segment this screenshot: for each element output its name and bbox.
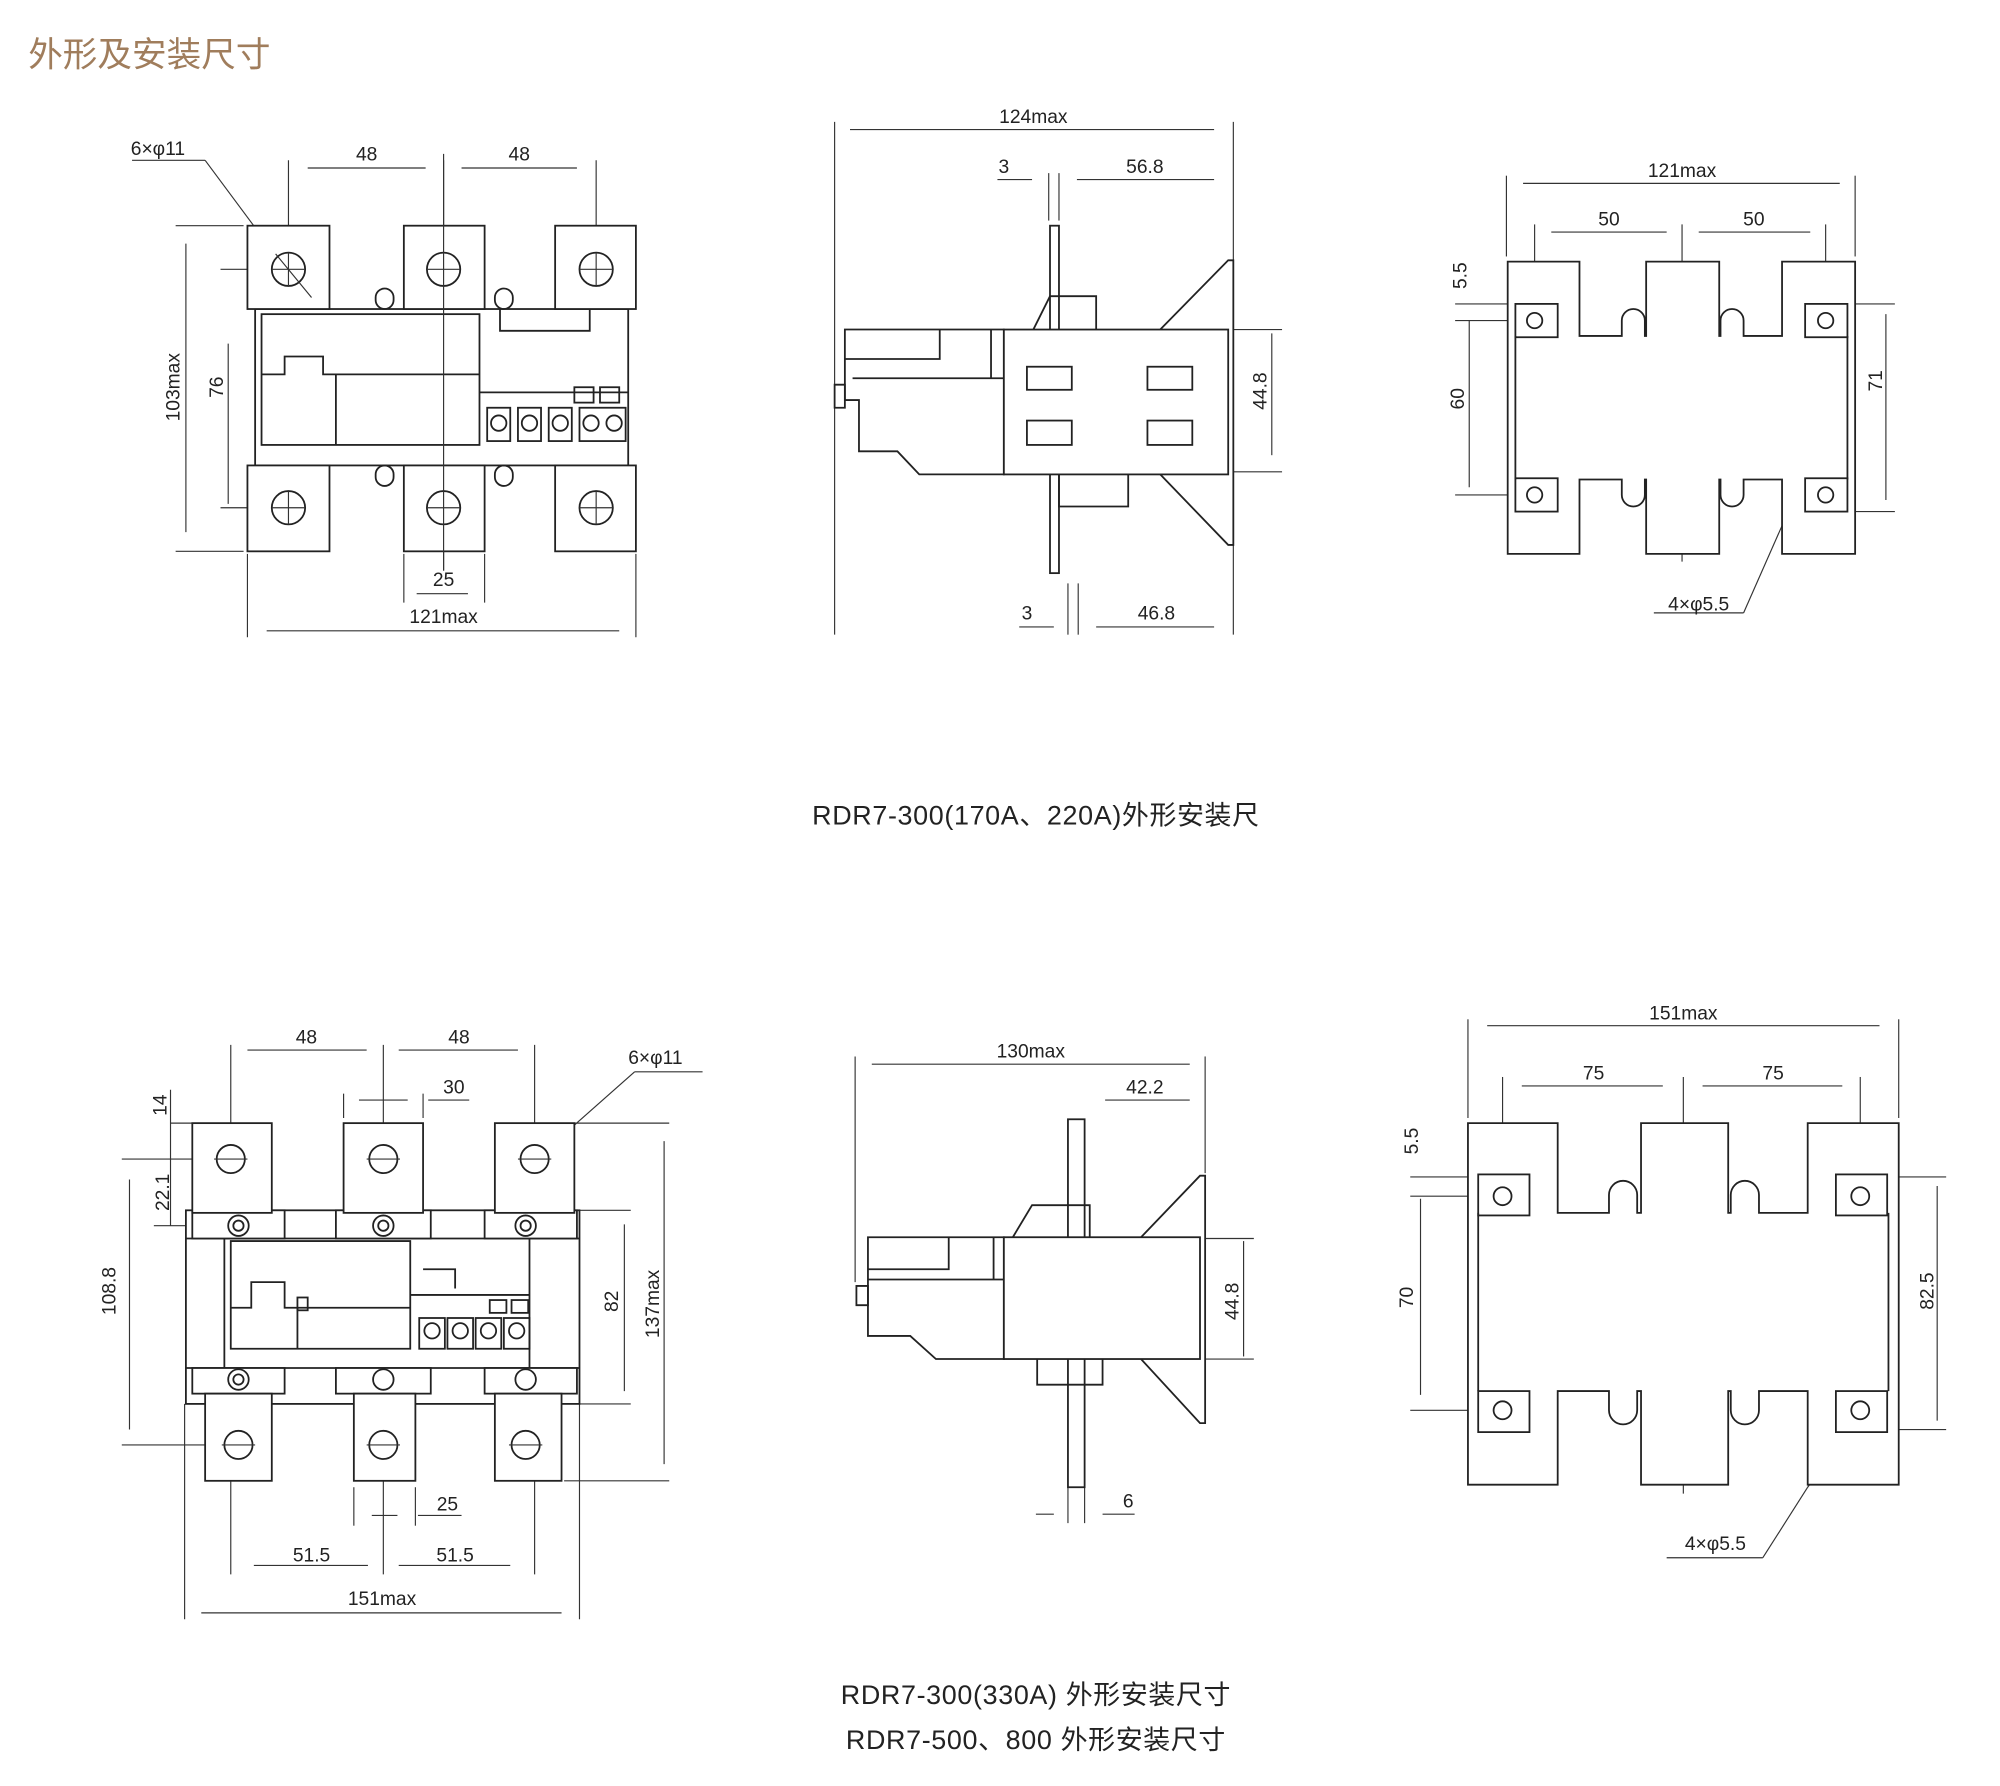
dim-pitch-right: 48 — [448, 1028, 469, 1049]
dim-width-max: 151max — [348, 1589, 417, 1610]
dim-front-top: 56.8 — [1126, 157, 1163, 178]
dim-pitch-bottom-right: 51.5 — [436, 1546, 473, 1567]
dim-width-max: 151max — [1649, 1003, 1718, 1024]
dim-hole-pitch-right: 82.5 — [1917, 1272, 1938, 1309]
dim-hole-pitch-left: 60 — [1448, 388, 1469, 409]
dim-height: 108.8 — [99, 1267, 120, 1315]
side-view-330a: 130max 42.2 44.8 6 — [854, 1042, 1254, 1524]
front-view-300a: 6×φ11 48 48 103max 76 25 121max — [131, 139, 637, 638]
dim-pitch-right: 48 — [509, 144, 530, 165]
caption-section2-line1: RDR7-300(330A) 外形安装尺寸 — [841, 1680, 1231, 1710]
dim-height-max: 103max — [163, 353, 184, 422]
dim-height-max: 137max — [643, 1269, 664, 1338]
dim-plate-top: 3 — [998, 157, 1009, 178]
dim-depth-max: 124max — [999, 107, 1068, 128]
dim-width-max: 121max — [409, 607, 478, 628]
dim-holes: 4×φ5.5 — [1668, 594, 1729, 615]
dim-plate-bottom: 3 — [1022, 603, 1033, 624]
dim-front: 42.2 — [1126, 1078, 1163, 1099]
front-view-330a: 48 48 6×φ11 14 30 22.1 108.8 82 137max 2… — [99, 1028, 703, 1620]
dim-height-inner: 76 — [207, 377, 228, 398]
dim-pitch-left: 48 — [296, 1028, 317, 1049]
dim-offset: 5.5 — [1402, 1128, 1423, 1155]
dim-holes: 4×φ5.5 — [1685, 1534, 1746, 1555]
dim-terminal-width-top: 30 — [443, 1078, 464, 1099]
dim-pitch-left: 50 — [1598, 210, 1619, 231]
page-title: 外形及安装尺寸 — [28, 37, 270, 75]
dim-depth-max: 130max — [997, 1042, 1066, 1063]
dim-hole-pitch-right: 71 — [1866, 370, 1887, 391]
caption-section2-line2: RDR7-500、800 外形安装尺寸 — [846, 1725, 1226, 1755]
dim-terminal-top: 14 — [151, 1094, 172, 1116]
dim-pitch-left: 48 — [356, 144, 377, 165]
dim-pitch-right: 75 — [1762, 1064, 1783, 1085]
mount-view-330a: 151max 75 75 5.5 70 82.5 4×φ5.5 — [1397, 1003, 1947, 1559]
mount-view-300a: 121max 50 50 5.5 60 71 4×φ5.5 — [1448, 161, 1895, 615]
dim-pitch-bottom-left: 51.5 — [293, 1546, 330, 1567]
side-view-300a: 124max 3 56.8 44.8 3 46.8 — [833, 107, 1283, 635]
dim-pitch-right: 50 — [1743, 210, 1764, 231]
dim-terminal-width-bottom: 25 — [437, 1494, 458, 1515]
dim-terminal-width: 25 — [433, 570, 454, 591]
dim-height: 44.8 — [1251, 372, 1272, 409]
dim-plate: 6 — [1123, 1492, 1134, 1513]
dim-height: 44.8 — [1222, 1283, 1243, 1320]
dim-hole-pitch-left: 70 — [1397, 1287, 1418, 1308]
dim-hole-offset: 22.1 — [153, 1174, 174, 1211]
dim-front-bottom: 46.8 — [1138, 603, 1175, 624]
dim-width-max: 121max — [1648, 161, 1717, 182]
dim-offset: 5.5 — [1451, 262, 1472, 289]
dim-holes: 6×φ11 — [131, 139, 185, 160]
dim-pitch-left: 75 — [1583, 1064, 1604, 1085]
caption-section1: RDR7-300(170A、220A)外形安装尺 — [812, 800, 1260, 830]
dim-holes: 6×φ11 — [628, 1048, 682, 1069]
dim-body-height: 82 — [602, 1291, 623, 1312]
